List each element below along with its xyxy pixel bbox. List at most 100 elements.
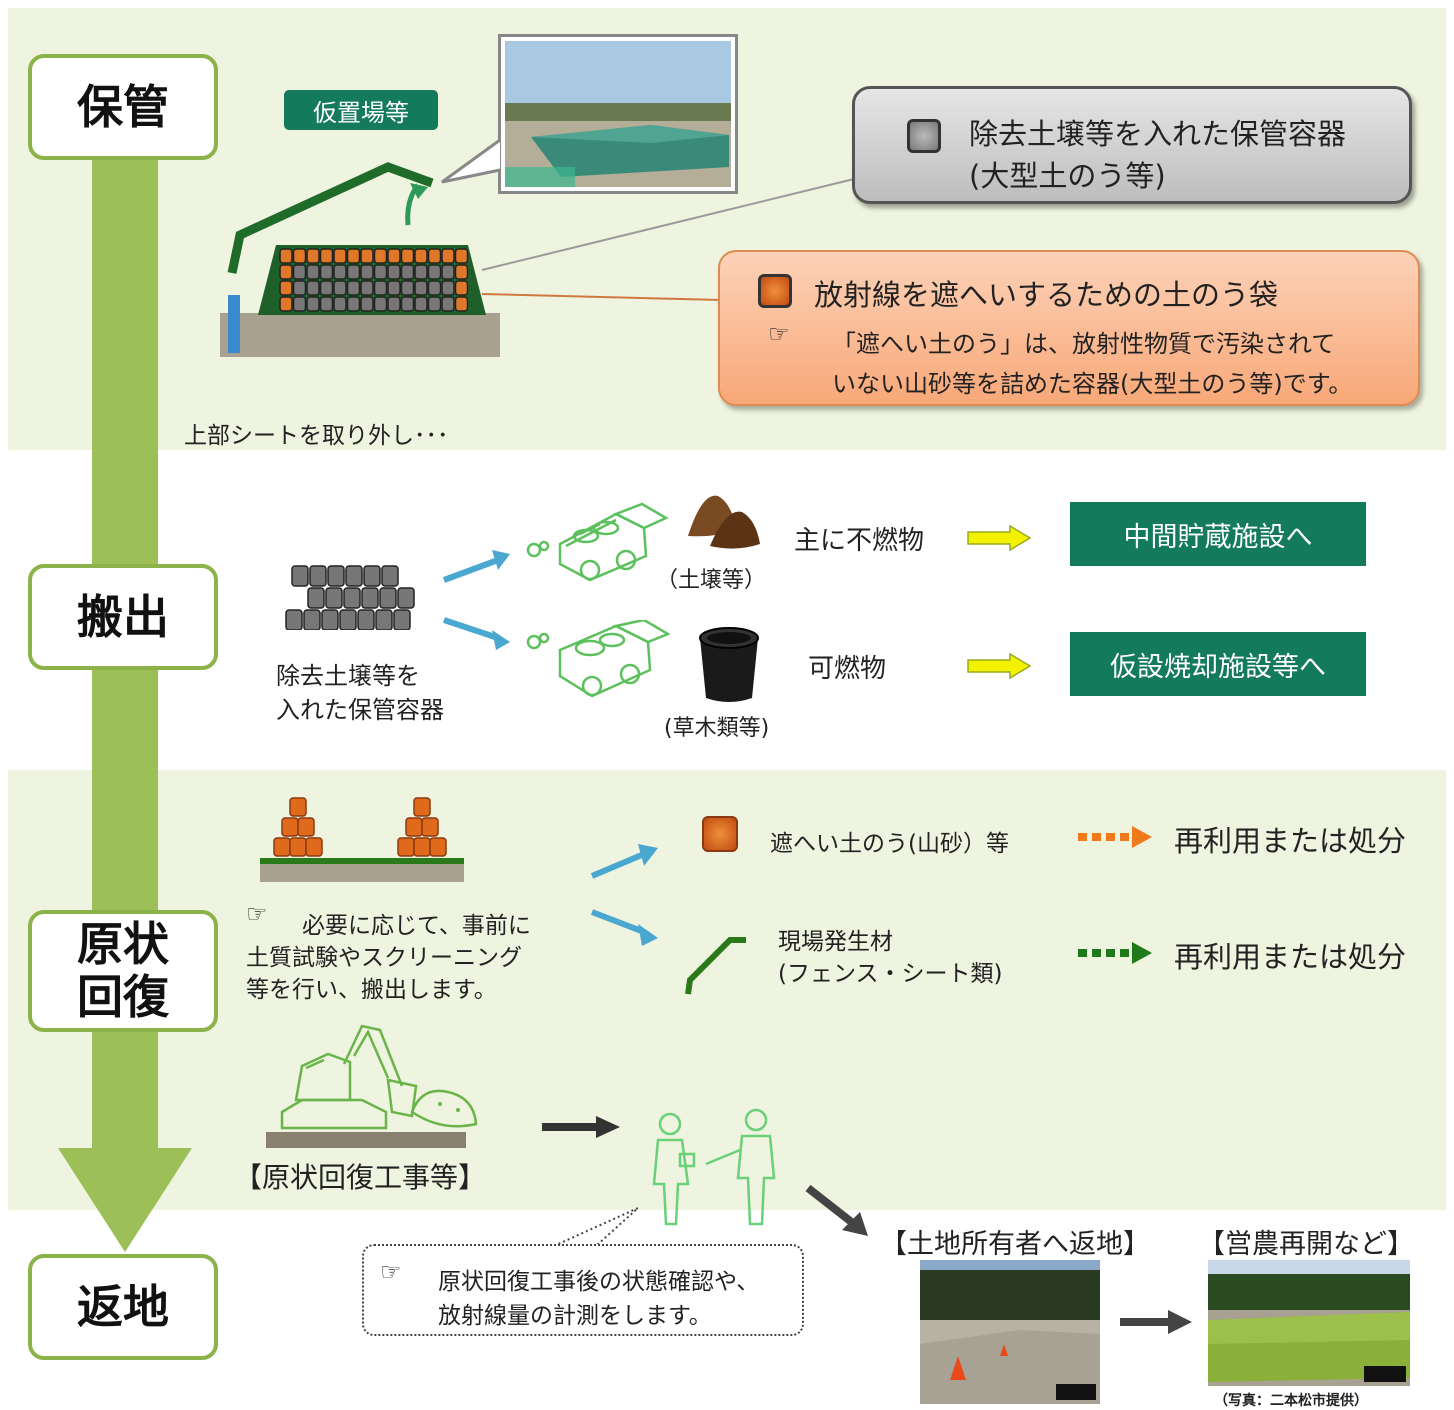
bag bbox=[427, 248, 442, 264]
incineration-box: 仮設焼却施設等へ bbox=[1070, 632, 1366, 696]
bag bbox=[373, 296, 388, 312]
bag bbox=[387, 296, 401, 312]
bag bbox=[306, 296, 320, 312]
excavator-icon bbox=[266, 1024, 478, 1148]
bag bbox=[292, 248, 307, 264]
stacked-containers-icon bbox=[285, 565, 415, 630]
callout-tail bbox=[553, 1207, 639, 1247]
bag bbox=[333, 280, 347, 296]
bag bbox=[414, 248, 428, 264]
bag bbox=[414, 264, 428, 280]
yellow-arrow-2 bbox=[967, 652, 1032, 680]
bag bbox=[405, 817, 423, 837]
bag bbox=[285, 609, 303, 630]
bag bbox=[319, 296, 334, 312]
bag bbox=[454, 248, 469, 264]
transport-arrows bbox=[442, 550, 510, 650]
bag bbox=[361, 587, 379, 609]
bag bbox=[393, 609, 411, 630]
bag bbox=[397, 837, 415, 857]
bag bbox=[387, 264, 401, 280]
combustible-label: 可燃物 bbox=[808, 654, 887, 684]
stage-restoration: 原状回復 bbox=[28, 910, 218, 1032]
onsite-material-label: 現場発生材 bbox=[778, 929, 893, 955]
incombustible-label: 主に不燃物 bbox=[794, 526, 925, 556]
restoration-arrows bbox=[590, 844, 658, 946]
photo-credit: （写真：二本松市提供） bbox=[1214, 1393, 1368, 1409]
bag bbox=[273, 837, 291, 857]
bag bbox=[454, 264, 469, 280]
bag bbox=[454, 280, 469, 296]
gray-bag-icon bbox=[907, 119, 941, 153]
bag bbox=[346, 264, 361, 280]
bag bbox=[306, 264, 320, 280]
bag bbox=[279, 248, 293, 264]
arrow-to-inspection bbox=[542, 1116, 620, 1138]
soil-pile-icon bbox=[688, 495, 760, 549]
bag bbox=[414, 296, 428, 312]
bag bbox=[421, 817, 439, 837]
bag bbox=[309, 565, 327, 587]
bag bbox=[381, 565, 399, 587]
stage-transport: 搬出 bbox=[28, 564, 218, 670]
interim-storage-box: 中間貯蔵施設へ bbox=[1070, 502, 1366, 566]
farming-photo bbox=[1208, 1260, 1410, 1386]
bag bbox=[333, 296, 347, 312]
bag bbox=[441, 296, 455, 312]
remove-sheet-text: 上部シートを取り外し･･･ bbox=[184, 423, 449, 449]
bucket-icon bbox=[699, 627, 759, 702]
storage-pile-illustration bbox=[220, 162, 500, 357]
bag bbox=[375, 609, 393, 630]
onsite-material-sublabel: (フェンス・シート類) bbox=[778, 961, 1003, 987]
bag bbox=[400, 264, 415, 280]
bag bbox=[360, 248, 374, 264]
bag bbox=[360, 296, 374, 312]
bag bbox=[414, 280, 428, 296]
bag bbox=[427, 296, 442, 312]
works-label: 【原状回復工事等】 bbox=[234, 1161, 487, 1194]
restoration-note-2: 土質試験やスクリーニング bbox=[246, 945, 522, 971]
bag bbox=[305, 837, 323, 857]
pointing-hand-icon: ☞ bbox=[768, 320, 790, 348]
bag bbox=[333, 248, 347, 264]
bag bbox=[333, 264, 347, 280]
bag bbox=[454, 296, 469, 312]
storage-site-photo bbox=[498, 34, 738, 194]
bag bbox=[346, 248, 361, 264]
inspection-note-1: 原状回復工事後の状態確認や、 bbox=[438, 1269, 760, 1295]
green-dotted-arrow bbox=[1078, 942, 1152, 964]
container-label: 除去土壌等を入れた保管容器 bbox=[969, 117, 1347, 151]
bag bbox=[343, 587, 361, 609]
stage-storage: 保管 bbox=[28, 54, 218, 160]
bag bbox=[379, 587, 397, 609]
bag bbox=[289, 837, 307, 857]
orange-bag-icon bbox=[702, 816, 738, 852]
pointing-hand-icon: ☞ bbox=[246, 900, 268, 928]
restoration-note-3: 等を行い、搬出します。 bbox=[246, 977, 497, 1003]
reuse-label-2: 再利用または処分 bbox=[1174, 940, 1407, 974]
bag bbox=[427, 280, 442, 296]
truck-icon-soil bbox=[526, 502, 669, 582]
bag bbox=[319, 248, 334, 264]
returned-land-photo bbox=[920, 1260, 1100, 1404]
bag bbox=[306, 280, 320, 296]
shield-note-line2: いない山砂等を詰めた容器(大型土のう等)です。 bbox=[832, 370, 1353, 398]
shield-bag-label: 放射線を遮へいするための土のう袋 bbox=[814, 278, 1279, 312]
bag bbox=[360, 280, 374, 296]
stage-return: 返地 bbox=[28, 1254, 218, 1360]
photo-pointer bbox=[441, 138, 501, 184]
bag bbox=[291, 565, 309, 587]
containers-label-2: 入れた保管容器 bbox=[276, 696, 444, 724]
bag bbox=[321, 609, 339, 630]
orange-dotted-arrow bbox=[1078, 826, 1152, 848]
bag bbox=[303, 609, 321, 630]
yellow-arrow-1 bbox=[967, 524, 1032, 552]
bag bbox=[279, 264, 293, 280]
bag bbox=[360, 264, 374, 280]
pointing-hand-icon: ☞ bbox=[380, 1258, 402, 1286]
site-label: 仮置場等 bbox=[284, 90, 438, 130]
bag bbox=[397, 587, 415, 609]
bag bbox=[319, 264, 334, 280]
reuse-label-1: 再利用または処分 bbox=[1174, 824, 1407, 858]
soil-label: （土壌等） bbox=[656, 568, 767, 593]
